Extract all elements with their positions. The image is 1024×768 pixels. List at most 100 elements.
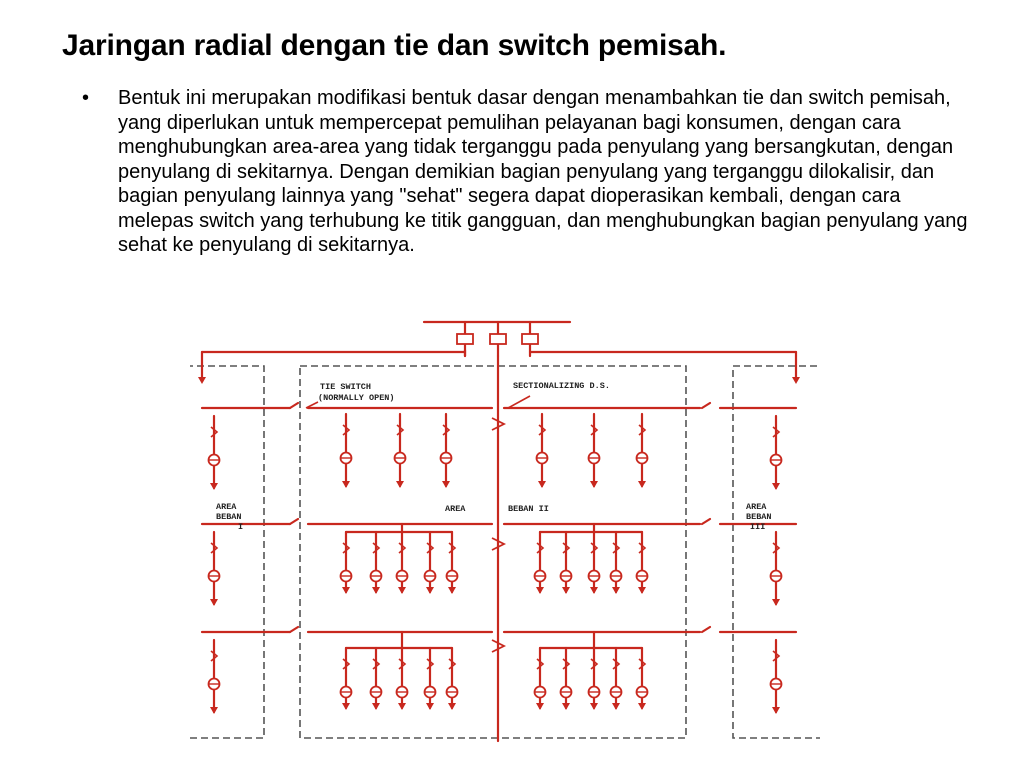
fuse-icon [342,658,351,670]
area-3-label-line-2: BEBAN [746,512,772,522]
area-3-label-line-3: III [750,522,765,532]
circuit-breaker-icon [489,333,507,345]
arrow-down-icon [342,481,350,488]
tie-switch-pointer [305,401,319,409]
tie-switch-left [288,517,300,526]
arrow-down-icon [398,703,406,710]
arrow-down-icon [590,481,598,488]
tie-switch-right [700,401,712,410]
diagram-labels: TIE SWITCH (NORMALLY OPEN) SECTIONALIZIN… [216,381,772,532]
arrow-down-icon [638,703,646,710]
arrow-down-icon [590,703,598,710]
sectionalizing-switch-icon [491,639,507,653]
tie-switch-sub-label: (NORMALLY OPEN) [318,393,395,403]
fuse-icon [372,658,381,670]
arrow-down-icon [612,703,620,710]
arrow-down-icon [372,587,380,594]
fuse-icon [210,650,219,662]
radial-network-diagram: TIE SWITCH (NORMALLY OPEN) SECTIONALIZIN… [190,320,820,743]
fuse-icon [536,542,545,554]
fuse-icon [638,542,647,554]
fuse-icon [442,424,451,436]
fuse-icon [396,424,405,436]
fuse-icon [612,658,621,670]
fuse-icon [448,542,457,554]
feeder-lines [200,320,798,743]
arrow-down-icon [210,599,218,606]
fuse-icon [538,424,547,436]
fuse-icon [448,658,457,670]
arrow-down-icon [198,377,206,384]
sectionalizing-switch-icon [491,537,507,551]
area-2-label-right: BEBAN II [508,504,549,514]
area-1-label-line-1: AREA [216,502,237,512]
area-1-label-line-3: I [238,522,243,532]
equipment-marks [198,333,800,714]
circuit-breaker-icon [456,333,474,345]
sectionalizing-pointer [507,395,531,409]
sectionalizing-label: SECTIONALIZING D.S. [513,381,610,391]
arrow-down-icon [398,587,406,594]
area-3-label-line-1: AREA [746,502,767,512]
tie-switch-left [288,401,300,410]
arrow-down-icon [792,377,800,384]
arrow-down-icon [342,703,350,710]
fuse-icon [590,424,599,436]
arrow-down-icon [590,587,598,594]
fuse-icon [772,542,781,554]
tie-switch-right [700,625,712,634]
area-1-boundary [190,365,265,739]
area-boundaries [190,365,820,739]
fuse-icon [398,542,407,554]
arrow-down-icon [538,481,546,488]
fuse-icon [536,658,545,670]
tie-switch-left [288,625,300,634]
slide-title: Jaringan radial dengan tie dan switch pe… [62,29,727,62]
bullet-text: Bentuk ini merupakan modifikasi bentuk d… [118,87,968,256]
arrow-down-icon [772,599,780,606]
arrow-down-icon [372,703,380,710]
fuse-icon [342,542,351,554]
arrow-down-icon [536,703,544,710]
arrow-down-icon [562,587,570,594]
arrow-down-icon [342,587,350,594]
fuse-icon [426,542,435,554]
area-2-label-left: AREA [445,504,466,514]
fuse-icon [638,424,647,436]
arrow-down-icon [612,587,620,594]
fuse-icon [612,542,621,554]
fuse-icon [210,426,219,438]
fuse-icon [372,542,381,554]
area-3-boundary [732,365,820,739]
arrow-down-icon [210,707,218,714]
arrow-down-icon [442,481,450,488]
fuse-icon [342,424,351,436]
bullet-list: • Bentuk ini merupakan modifikasi bentuk… [80,86,980,258]
arrow-down-icon [396,481,404,488]
sectionalizing-switch-icon [491,417,507,431]
arrow-down-icon [448,703,456,710]
fuse-icon [562,542,571,554]
arrow-down-icon [772,707,780,714]
arrow-down-icon [448,587,456,594]
arrow-down-icon [426,587,434,594]
fuse-icon [590,658,599,670]
fuse-icon [562,658,571,670]
fuse-icon [590,542,599,554]
fuse-icon [772,426,781,438]
arrow-down-icon [638,587,646,594]
fuse-icon [426,658,435,670]
bullet-icon: • [82,87,90,109]
fuse-icon [772,650,781,662]
arrow-down-icon [772,483,780,490]
arrow-down-icon [536,587,544,594]
fuse-icon [398,658,407,670]
tie-switch-right [700,517,712,526]
fuse-icon [210,542,219,554]
area-2-boundary [299,365,687,739]
arrow-down-icon [210,483,218,490]
arrow-down-icon [638,481,646,488]
fuse-icon [638,658,647,670]
circuit-breaker-icon [521,333,539,345]
arrow-down-icon [426,703,434,710]
